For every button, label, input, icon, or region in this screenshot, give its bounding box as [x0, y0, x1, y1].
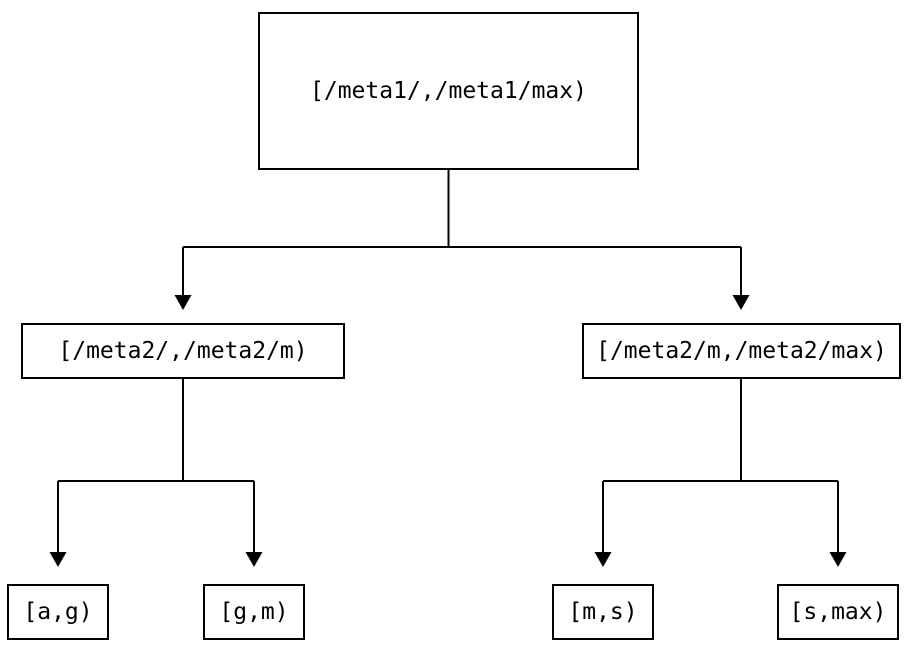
node-leaf-ag-box: [7, 584, 109, 640]
arrowhead-right-to-leaf-smax-icon: [829, 552, 847, 567]
node-leaf-smax-box: [777, 584, 899, 640]
node-right-label: [/meta2/m,/meta2/max): [596, 338, 887, 364]
node-leaf-gm-label: [g,m): [219, 599, 288, 625]
node-leaf-ms-label: [m,s): [568, 599, 637, 625]
node-leaf-ms: [m,s): [552, 584, 654, 640]
node-leaf-ag: [a,g): [7, 584, 109, 640]
node-left-label: [/meta2/,/meta2/m): [58, 338, 307, 364]
arrowhead-left-to-leaf-ag-icon: [49, 552, 67, 567]
node-leaf-ag-label: [a,g): [23, 599, 92, 625]
arrowhead-right-to-leaf-ms-icon: [594, 552, 612, 567]
edge-group-root: [174, 169, 750, 310]
arrowhead-left-to-leaf-gm-icon: [245, 552, 263, 567]
node-left: [/meta2/,/meta2/m): [21, 323, 345, 379]
node-right-box: [582, 323, 901, 379]
edge-group-right: [594, 378, 847, 567]
node-leaf-smax: [s,max): [777, 584, 899, 640]
node-leaf-smax-label: [s,max): [790, 599, 887, 625]
node-leaf-ms-box: [552, 584, 654, 640]
node-root-box: [258, 12, 639, 170]
node-root-label: [/meta1/,/meta1/max): [310, 78, 587, 104]
node-leaf-gm: [g,m): [203, 584, 305, 640]
node-left-box: [21, 323, 345, 379]
node-leaf-gm-box: [203, 584, 305, 640]
edge-group-left: [49, 378, 263, 567]
node-root: [/meta1/,/meta1/max): [258, 12, 639, 170]
node-right: [/meta2/m,/meta2/max): [582, 323, 901, 379]
arrowhead-root-to-right-icon: [732, 295, 750, 310]
arrowhead-root-to-left-icon: [174, 295, 192, 310]
